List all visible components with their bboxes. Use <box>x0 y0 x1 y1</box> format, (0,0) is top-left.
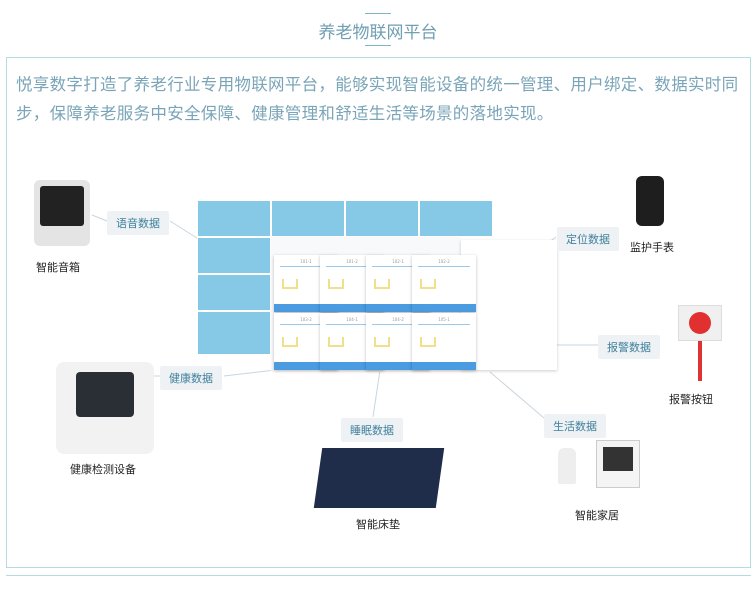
content-frame <box>6 57 751 568</box>
room-label: 102-1 <box>372 259 424 267</box>
label-alarm-button: 报警按钮 <box>669 393 713 406</box>
tag-health-data: 健康数据 <box>160 366 222 390</box>
room-label: 103-2 <box>280 317 332 325</box>
room-label: 102-2 <box>418 259 470 267</box>
alarm-button-image <box>678 305 722 341</box>
room-label: 101-1 <box>280 259 332 267</box>
divider <box>6 575 751 576</box>
room-label: 101-2 <box>326 259 378 267</box>
watch-image <box>622 176 678 226</box>
label-health-device: 健康检测设备 <box>70 463 136 476</box>
smart-home-sensor-image <box>596 440 640 488</box>
tag-alarm-data: 报警数据 <box>598 335 660 359</box>
tag-voice-data: 语音数据 <box>107 211 169 235</box>
label-watch: 监护手表 <box>630 241 674 254</box>
smart-speaker-image <box>34 180 90 246</box>
tag-location-data: 定位数据 <box>557 227 619 251</box>
label-smart-home: 智能家居 <box>575 509 619 522</box>
platform-dashboard: 101-1 101-2 102-1 102-2 103-2 104-1 104-… <box>197 200 557 372</box>
page-title: 养老物联网平台 <box>318 23 438 43</box>
room-label: 105-1 <box>418 317 470 325</box>
tag-sleep-data: 睡眠数据 <box>341 418 403 442</box>
label-mattress: 智能床垫 <box>356 518 400 531</box>
alarm-cord <box>698 341 702 381</box>
room-label: 104-1 <box>326 317 378 325</box>
title-line-top <box>365 13 391 14</box>
mattress-image <box>313 448 445 508</box>
title-line-bottom <box>365 45 391 46</box>
label-smart-speaker: 智能音箱 <box>36 261 80 274</box>
intro-text: 悦享数字打造了养老行业专用物联网平台，能够实现智能设备的统一管理、用户绑定、数据… <box>16 75 739 123</box>
health-device-image <box>56 362 154 454</box>
tag-life-data: 生活数据 <box>544 414 606 438</box>
smart-bulb-image <box>558 448 576 484</box>
room-label: 104-2 <box>372 317 424 325</box>
